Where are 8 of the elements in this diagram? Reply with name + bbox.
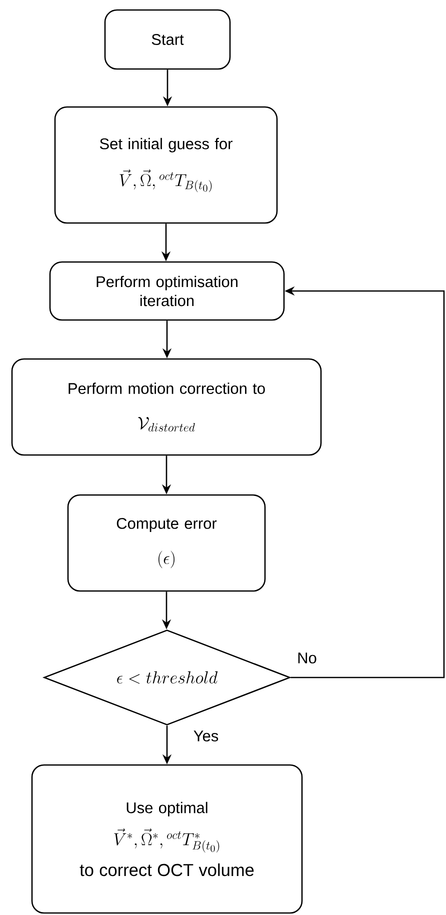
edge-label: Yes [192,730,220,742]
process-box: Use optimal $\vec{V}^*,\vec{\Omega}^*,{}^{oct}T^*_{B(t_0)}$ to correct OCT volume [31,764,303,914]
process-box: Set initial guess for $\vec{V},\vec{\Omega},{}^{oct}T_{B(t_0)}$ [54,106,278,224]
process-box: Perform optimisation iteration [49,261,285,321]
process-box: Perform motion correction to $\mathcal{V}_{distorted}$ [11,358,322,456]
process-box: Start [104,9,231,70]
process-box: Compute error $(\epsilon)$ [67,494,266,592]
edge-label: No [296,652,318,664]
